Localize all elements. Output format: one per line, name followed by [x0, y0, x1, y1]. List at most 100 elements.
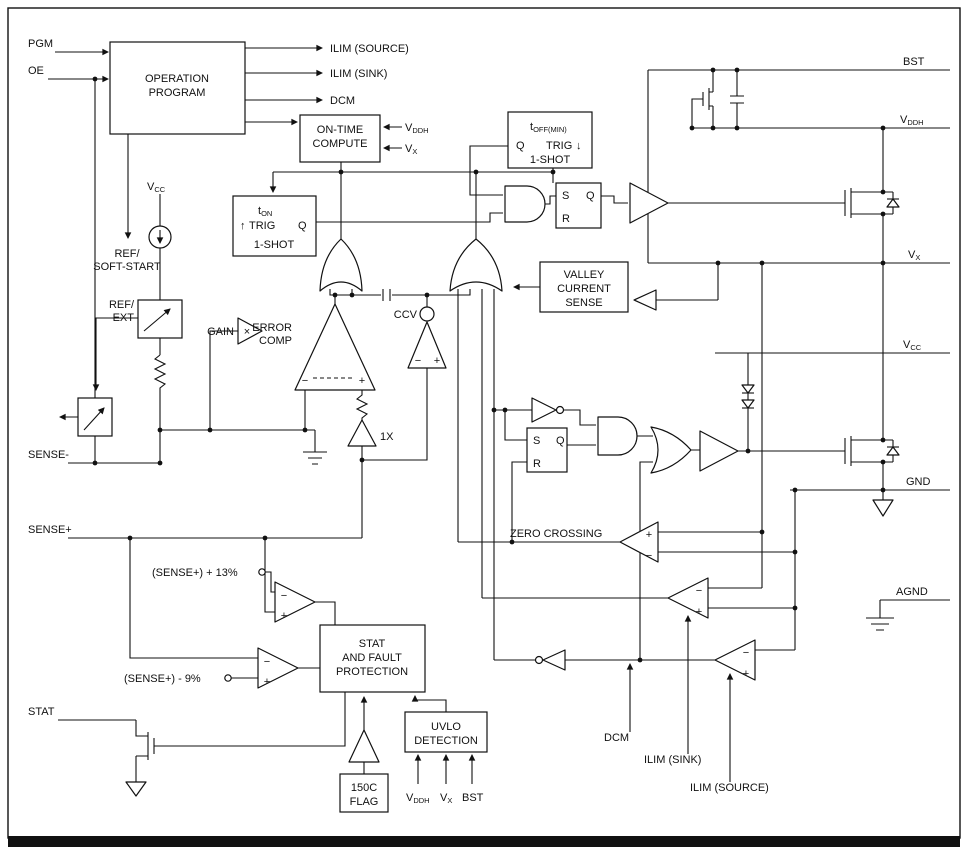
- or-gate-right: [449, 238, 503, 292]
- zerox-minus-sign: −: [646, 550, 652, 562]
- sense9-terminal: [224, 674, 232, 682]
- pin-vddh: VDDH: [900, 114, 924, 127]
- gain-amp: [237, 317, 263, 345]
- vcc-top-label: VCC: [147, 181, 166, 194]
- uvlo-bst-label: BST: [462, 792, 484, 804]
- earth-symbol-agnd: [866, 617, 894, 631]
- pin-oe: OE: [28, 65, 44, 77]
- uv-comparator: [257, 647, 299, 689]
- pin-bst: BST: [903, 56, 925, 68]
- ilim-sink-comparator: [667, 577, 709, 619]
- ilim-sink-in-label: ILIM (SINK): [644, 754, 701, 766]
- sense-plus-13-label: (SENSE+) + 13%: [152, 567, 238, 579]
- ton-trig-label: TRIG: [249, 220, 275, 232]
- vcc-diode-chain: [741, 384, 755, 409]
- and-gate-bottom: [597, 416, 638, 456]
- wires-left: [58, 79, 365, 782]
- resistor-ref: [153, 354, 167, 390]
- ov-comparator: [274, 581, 316, 623]
- bootstrap-fet: [702, 88, 710, 110]
- sr-latch-top: [555, 182, 602, 229]
- on-time-compute-block: [299, 114, 381, 163]
- ton-trig-up-arrow: ↑: [240, 220, 246, 232]
- toff-q-label: Q: [516, 140, 525, 152]
- inverter-dcm-bubble: [534, 655, 544, 665]
- stat-fet-wiring: [58, 719, 148, 782]
- sr-latch-bottom: [526, 427, 568, 473]
- 150c-flag-block: [339, 773, 389, 813]
- dcm-in-label: DCM: [604, 732, 629, 744]
- gain-times-sign: ×: [244, 326, 250, 338]
- inverter-mid: [531, 397, 557, 423]
- ccv-label: CCV: [394, 309, 418, 321]
- error-comp-label-2: COMP: [259, 335, 292, 347]
- resistor-feedback: [355, 390, 369, 420]
- latch-top-q: Q: [586, 190, 595, 202]
- toff-trig-label: TRIG: [546, 140, 572, 152]
- ton-q-label: Q: [298, 220, 307, 232]
- highside-fet-wiring: [851, 128, 894, 263]
- switch-arm-left-redraw: [83, 407, 105, 431]
- ccv-minus-sign: −: [415, 355, 421, 367]
- gnd-triangle: [872, 499, 894, 517]
- highside-body-diode: [886, 198, 900, 208]
- one-x-buffer: [347, 419, 377, 447]
- or-gate-driver: [650, 426, 692, 474]
- ilim-source-minus-sign: −: [743, 647, 749, 659]
- inverter-dcm: [542, 649, 566, 671]
- latch-top-s: S: [562, 190, 569, 202]
- sense-minus-9-label: (SENSE+) - 9%: [124, 673, 201, 685]
- wires-right-top: [647, 69, 950, 650]
- flag-buffer: [348, 729, 380, 763]
- ccv-clamp-circle: [419, 306, 435, 322]
- pin-sense-plus: SENSE+: [28, 524, 72, 536]
- and-gate-top: [504, 185, 546, 223]
- on-time-label-2: COMPUTE: [313, 138, 368, 150]
- valley-sense-buffer: [633, 289, 657, 311]
- pin-gnd: GND: [906, 476, 931, 488]
- ton-label: tON: [258, 205, 272, 218]
- error-plus-sign: +: [359, 375, 365, 387]
- flag-label-1: 150C: [351, 782, 377, 794]
- ov-plus-sign: +: [281, 610, 287, 622]
- uv-plus-sign: +: [264, 676, 270, 688]
- lowside-driver: [699, 430, 739, 472]
- one-x-label: 1X: [380, 431, 394, 443]
- error-comp-label-1: ERROR: [252, 322, 292, 334]
- valley-current-sense-block: [539, 261, 629, 313]
- earth-symbol-center: [303, 451, 327, 465]
- valley-label-2: CURRENT: [557, 283, 611, 295]
- ref-ext-switch-box: [137, 299, 183, 339]
- error-minus-sign: −: [302, 375, 308, 387]
- pin-agnd: AGND: [896, 586, 928, 598]
- uvlo-label-2: DETECTION: [414, 735, 478, 747]
- ov-minus-sign: −: [281, 590, 287, 602]
- ton-oneshot-label: 1-SHOT: [254, 239, 295, 251]
- compensation-capacitor: [382, 289, 391, 301]
- ilim-sink-plus-sign: +: [696, 606, 702, 618]
- pin-vcc: VCC: [903, 339, 922, 352]
- uvlo-vx-label: VX: [440, 792, 452, 805]
- bootstrap-capacitor: [730, 70, 744, 128]
- error-comp-amp: [294, 303, 376, 391]
- uvlo-detection-block: [404, 711, 488, 753]
- lowside-body-diode: [886, 446, 900, 456]
- uv-minus-sign: −: [264, 656, 270, 668]
- ilim-source-comparator: [714, 639, 756, 681]
- highside-fet-gate: [668, 188, 852, 218]
- pin-vx: VX: [908, 249, 920, 262]
- lowside-fet-gate: [738, 436, 852, 466]
- toff-one-shot-block: [507, 111, 593, 169]
- zero-crossing-comparator: [619, 521, 659, 563]
- ton-one-shot-block: [232, 195, 317, 257]
- stat-fet: [147, 732, 155, 760]
- dcm-out-label: DCM: [330, 95, 355, 107]
- flag-label-2: FLAG: [350, 796, 379, 808]
- highside-driver: [629, 182, 669, 224]
- wires-center-top: [273, 145, 628, 461]
- ilim-sink-out-label: ILIM (SINK): [330, 68, 387, 80]
- stat-gnd-triangle: [125, 781, 147, 797]
- bootstrap-fet-wiring: [691, 70, 714, 128]
- operation-program-label-2: PROGRAM: [149, 87, 206, 99]
